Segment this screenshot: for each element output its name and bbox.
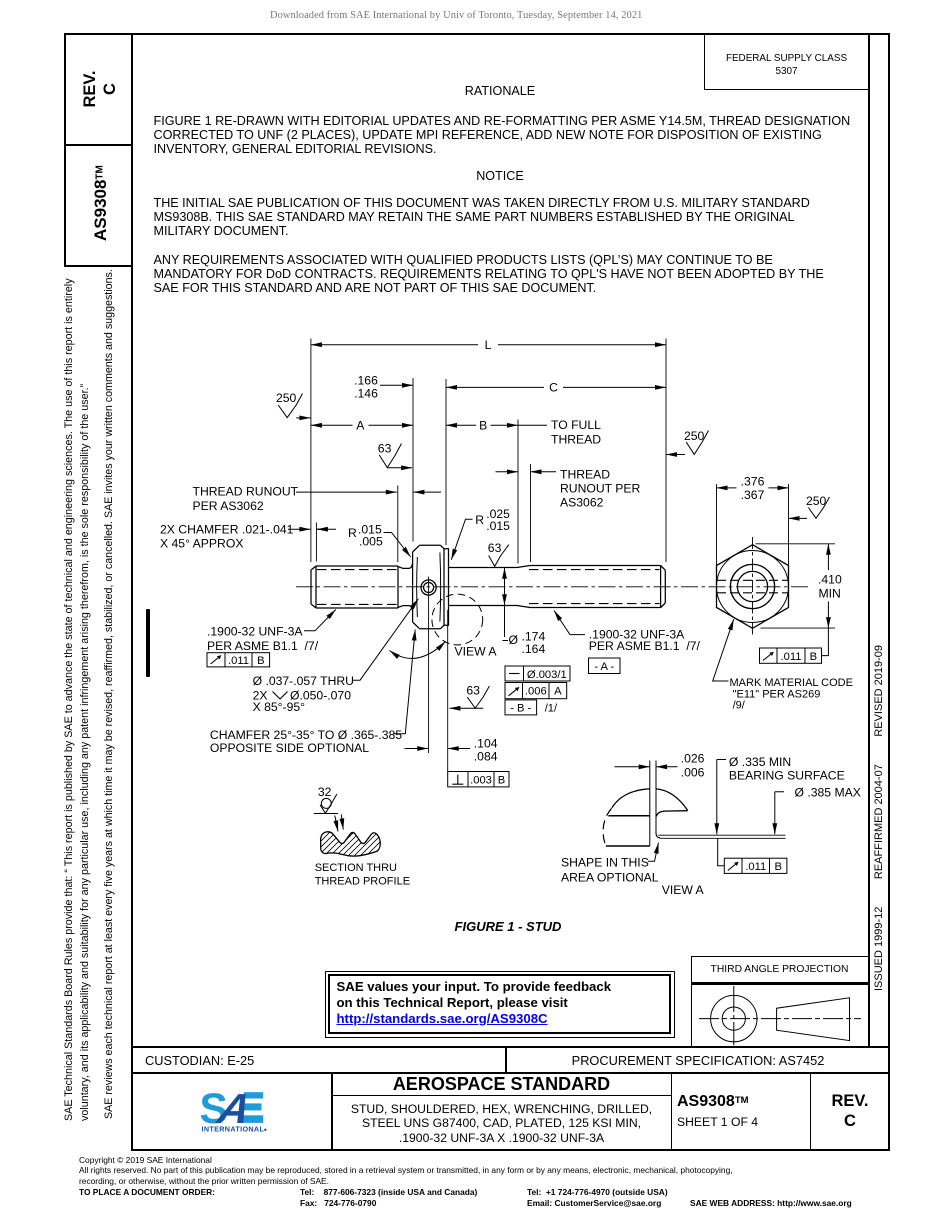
svg-text:.376: .376 <box>741 475 765 489</box>
svg-text:.1900-32 UNF-3A: .1900-32 UNF-3A <box>589 627 685 641</box>
svg-text:Ø.050-.070: Ø.050-.070 <box>290 688 351 702</box>
svg-text:63: 63 <box>488 541 502 555</box>
svg-text:CHAMFER 25°-35° TO Ø .365-.385: CHAMFER 25°-35° TO Ø .365-.385 <box>210 728 402 742</box>
svg-text:Ø .335 MIN: Ø .335 MIN <box>729 755 791 769</box>
svg-text:.015: .015 <box>486 519 510 533</box>
svg-text:B: B <box>810 651 817 663</box>
svg-text:Ø.003/1: Ø.003/1 <box>527 669 567 681</box>
svg-text:Ø .037-.057 THRU: Ø .037-.057 THRU <box>253 674 354 688</box>
svg-text:C: C <box>549 381 558 395</box>
svg-text:32: 32 <box>318 785 332 799</box>
svg-text:- B -: - B - <box>510 702 531 714</box>
svg-text:250: 250 <box>276 391 297 405</box>
svg-text:X 45° APPROX: X 45° APPROX <box>160 536 243 550</box>
svg-text:2X: 2X <box>253 688 268 702</box>
svg-text:.174: .174 <box>522 629 546 643</box>
svg-text:BEARING SURFACE: BEARING SURFACE <box>729 769 845 783</box>
svg-text:"E11" PER AS269: "E11" PER AS269 <box>733 688 821 700</box>
svg-text:.084: .084 <box>474 749 498 763</box>
svg-text:INTERNATIONAL: INTERNATIONAL <box>202 1124 265 1133</box>
svg-text:/1/: /1/ <box>545 702 558 714</box>
svg-text:OPPOSITE SIDE OPTIONAL: OPPOSITE SIDE OPTIONAL <box>210 741 369 755</box>
svg-text:L: L <box>485 338 492 352</box>
svg-text:B: B <box>257 655 264 667</box>
svg-text:THREAD: THREAD <box>560 468 610 482</box>
svg-text:63: 63 <box>378 441 392 455</box>
svg-text:.003: .003 <box>470 774 492 786</box>
svg-text:PER AS3062: PER AS3062 <box>193 499 264 513</box>
svg-text:PER ASME B1.1 /7/: PER ASME B1.1 /7/ <box>589 639 701 653</box>
svg-text:2X CHAMFER .021-.041: 2X CHAMFER .021-.041 <box>160 522 294 536</box>
svg-text:MIN: MIN <box>819 586 841 600</box>
svg-text:THREAD PROFILE: THREAD PROFILE <box>315 876 410 888</box>
svg-text:B: B <box>774 861 781 873</box>
svg-text:.410: .410 <box>818 572 842 586</box>
svg-text:/9/: /9/ <box>733 699 746 711</box>
svg-text:AS3062: AS3062 <box>560 496 604 510</box>
svg-text:.146: .146 <box>354 386 378 400</box>
svg-text:.025: .025 <box>486 507 510 521</box>
svg-text:250: 250 <box>806 494 827 508</box>
svg-text:B: B <box>498 774 505 786</box>
svg-text:.104: .104 <box>474 736 498 750</box>
svg-text:A: A <box>554 686 562 698</box>
svg-text:A: A <box>356 418 365 432</box>
svg-text:THREAD: THREAD <box>551 433 601 447</box>
svg-text:250: 250 <box>684 429 705 443</box>
svg-text:.011: .011 <box>781 651 802 663</box>
svg-text:X 85°-95°: X 85°-95° <box>253 700 306 714</box>
svg-text:- A -: - A - <box>594 661 614 673</box>
svg-text:.367: .367 <box>741 488 765 502</box>
svg-text:R: R <box>475 513 484 527</box>
svg-text:R: R <box>348 526 357 540</box>
svg-text:S: S <box>200 1086 228 1133</box>
svg-text:.011: .011 <box>228 655 249 667</box>
svg-text:Ø: Ø <box>509 633 519 647</box>
svg-text:63: 63 <box>466 683 480 697</box>
svg-text:AREA OPTIONAL: AREA OPTIONAL <box>561 870 659 884</box>
svg-text:SHAPE IN THIS: SHAPE IN THIS <box>561 856 649 870</box>
svg-text:.006: .006 <box>681 766 705 780</box>
svg-text:.166: .166 <box>354 373 378 387</box>
svg-text:Ø .385 MAX: Ø .385 MAX <box>795 785 861 799</box>
svg-text:.015: .015 <box>358 522 382 536</box>
svg-text:.1900-32 UNF-3A: .1900-32 UNF-3A <box>207 625 303 639</box>
svg-text:.006: .006 <box>525 686 547 698</box>
svg-text:B: B <box>479 418 487 432</box>
svg-text:THREAD RUNOUT: THREAD RUNOUT <box>193 485 299 499</box>
svg-text:.164: .164 <box>522 642 546 656</box>
svg-text:SECTION THRU: SECTION THRU <box>315 862 397 874</box>
svg-text:.005: .005 <box>359 535 383 549</box>
svg-text:PER ASME B1.1 /7/: PER ASME B1.1 /7/ <box>207 639 319 653</box>
svg-text:MARK MATERIAL CODE: MARK MATERIAL CODE <box>730 677 853 689</box>
svg-text:.011: .011 <box>745 861 766 873</box>
svg-text:.026: .026 <box>681 751 705 765</box>
svg-text:RUNOUT PER: RUNOUT PER <box>560 482 641 496</box>
svg-text:VIEW A: VIEW A <box>455 644 498 658</box>
svg-text:VIEW A: VIEW A <box>662 883 705 897</box>
svg-text:TO FULL: TO FULL <box>551 418 601 432</box>
